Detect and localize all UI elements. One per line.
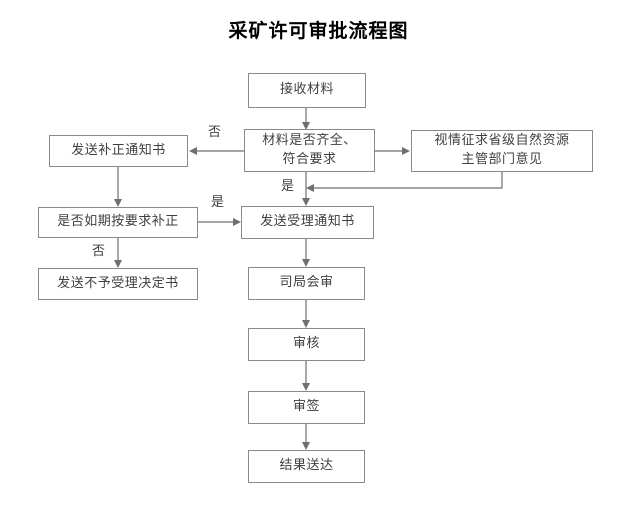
edge-label-corrected-yes: 是 (211, 195, 225, 210)
node-corrected-on-time[interactable]: 是否如期按要求补正 (38, 207, 198, 238)
node-consult-provincial-authority[interactable]: 视情征求省级自然资源 主管部门意见 (411, 130, 593, 172)
node-deliver-result[interactable]: 结果送达 (248, 450, 365, 483)
node-joint-review[interactable]: 司局会审 (248, 267, 365, 300)
node-examine[interactable]: 审核 (248, 328, 365, 361)
node-check-materials[interactable]: 材料是否齐全、 符合要求 (244, 129, 375, 172)
edge-label-corrected-no: 否 (92, 244, 106, 259)
node-send-rejection-decision[interactable]: 发送不予受理决定书 (38, 268, 198, 300)
node-sign-off[interactable]: 审签 (248, 391, 365, 424)
node-receive-materials[interactable]: 接收材料 (248, 73, 366, 108)
edge-label-check-yes: 是 (281, 179, 295, 194)
node-send-correction-notice[interactable]: 发送补正通知书 (49, 135, 188, 167)
edge-label-check-no: 否 (208, 125, 222, 140)
node-send-acceptance-notice[interactable]: 发送受理通知书 (241, 206, 374, 239)
page-title: 采矿许可审批流程图 (228, 20, 409, 42)
